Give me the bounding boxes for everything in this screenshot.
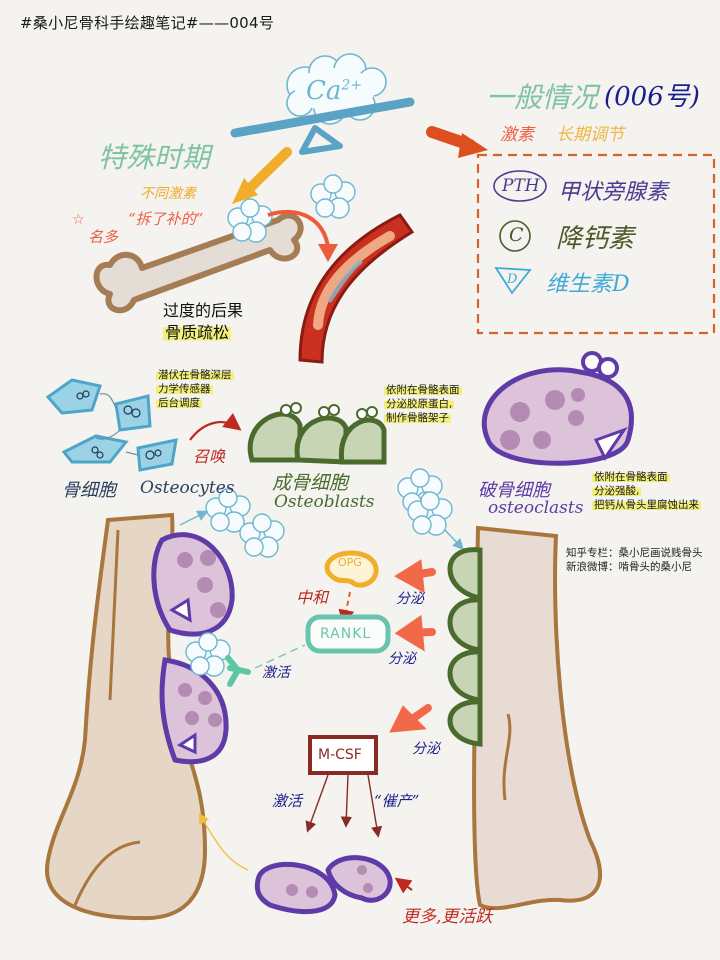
osteoblasts-notes: 依附在骨骼表面 分泌胶原蛋白, 制作骨骼架子 <box>384 383 462 425</box>
rankl-box <box>305 614 391 654</box>
consequence-line2: 骨质疏松 <box>163 323 232 342</box>
special-heading: 特殊时期 <box>98 141 211 174</box>
ion-symbol: Ca <box>306 76 342 106</box>
note-line: 制作骨骼架子 <box>384 412 451 424</box>
many-note: 名多 <box>88 228 119 246</box>
activate-label-2: 激活 <box>272 792 303 810</box>
activate-label-1: 激活 <box>262 665 290 681</box>
osteocytes-notes: 潜伏在骨骼深层 力学传感器 后台调度 <box>156 368 234 410</box>
note-line: 把钙从骨头里腐蚀出来 <box>592 499 701 511</box>
summon-label: 召唤 <box>193 447 226 466</box>
vitd-symbol: D <box>507 272 518 287</box>
weibo-credit: 新浪微博：啃骨头的桑小尼 <box>566 561 692 573</box>
secrete-label-1: 分泌 <box>396 591 424 607</box>
calcium-balance-icon <box>230 53 415 155</box>
calcitonin-name: 降钙素 <box>556 224 635 254</box>
note-line: 依附在骨骼表面 <box>384 384 462 396</box>
tear-down-note: “拆了补的” <box>128 210 204 228</box>
receptor-icon <box>225 655 251 687</box>
opg-label: OPG <box>338 556 362 569</box>
osteocytes-label-en: Osteocytes <box>140 478 235 498</box>
osteoblast-stack-icon <box>447 547 483 747</box>
note-line: 潜伏在骨骼深层 <box>156 369 234 381</box>
mcsf-box <box>308 735 378 775</box>
mcsf-label: M-CSF <box>318 747 362 763</box>
osteoclasts-notes: 依附在骨骼表面 分泌强酸, 把钙从骨头里腐蚀出来 <box>592 470 701 512</box>
promote-label: “催产” <box>374 792 420 810</box>
rankl-label: RANKL <box>320 626 372 642</box>
osteoblasts-icon <box>247 411 387 465</box>
long-term-regulation: 长期调节 <box>556 125 624 145</box>
star-icon: ☆ <box>72 212 85 228</box>
ion-label: Ca2+ <box>306 76 362 106</box>
consequence-line1: 过度的后果 <box>163 301 244 320</box>
osteoblasts-label-en: Osteoblasts <box>274 492 375 512</box>
osteocytes-icon <box>45 378 178 472</box>
ion-charge: 2+ <box>341 77 363 94</box>
secrete-label-2: 分泌 <box>388 651 416 667</box>
note-line: 后台调度 <box>156 397 202 409</box>
osteocytes-label-cn: 骨细胞 <box>62 480 116 501</box>
osteoclast-icon <box>481 351 634 466</box>
arrow-to-special-icon <box>232 178 258 204</box>
blood-vessel-icon <box>298 213 415 364</box>
page-title: #桑小尼骨科手绘趣笔记#——004号 <box>20 14 275 32</box>
opg-shape <box>324 550 379 588</box>
osteoclasts-label-cn: 破骨细胞 <box>478 480 550 501</box>
neutralize-label: 中和 <box>296 588 329 607</box>
note-line: 力学传感器 <box>156 383 213 395</box>
arrow-to-general-icon <box>458 133 488 158</box>
vitd-name: 维生素D <box>546 272 630 297</box>
pth-name: 甲状旁腺素 <box>558 180 669 205</box>
general-ref: (006号) <box>604 82 700 112</box>
osteoclasts-label-en: osteoclasts <box>488 498 584 518</box>
credits: 知乎专栏：桑小尼画说贱骨头 新浪微博：啃骨头的桑小尼 <box>566 546 703 574</box>
note-line: 分泌胶原蛋白, <box>384 398 455 410</box>
note-line: 分泌强酸, <box>592 485 642 497</box>
hormone-box <box>476 153 716 335</box>
pth-symbol: PTH <box>502 176 540 196</box>
different-hormones: 不同激素 <box>140 186 196 202</box>
more-active-label: 更多,更活跃 <box>402 907 493 927</box>
right-bone-icon <box>472 525 602 911</box>
long-bone-icon <box>93 212 304 314</box>
hormone-subheading: 激素 <box>500 125 534 145</box>
calcitonin-symbol: C <box>509 224 524 246</box>
summon-arrow-icon <box>189 412 242 441</box>
osteoblasts-label-cn: 成骨细胞 <box>272 472 349 494</box>
secrete-label-3: 分泌 <box>412 741 440 757</box>
zhihu-credit: 知乎专栏：桑小尼画说贱骨头 <box>566 547 703 559</box>
general-heading: 一般情况 <box>486 81 599 114</box>
note-line: 依附在骨骼表面 <box>592 471 670 483</box>
